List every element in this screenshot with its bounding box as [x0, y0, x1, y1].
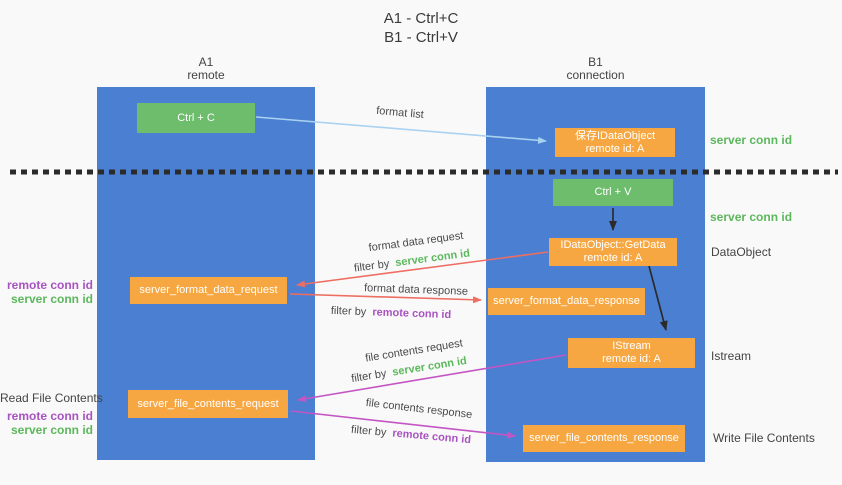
ctrl-c-label: Ctrl + C	[177, 111, 215, 124]
filter-by-text: filter by	[350, 423, 387, 439]
filter-by-text: filter by	[350, 367, 388, 386]
label-format-data-response: format data response	[363, 282, 469, 298]
left-server-conn-id-1: server conn id	[10, 292, 93, 306]
server-format-data-response-label: server_format_data_response	[493, 295, 640, 307]
label-filter-by-remote-conn-id-2: filter by remote conn id	[351, 424, 472, 446]
ctrl-v-box: Ctrl + V	[553, 179, 673, 206]
column-a1-subtitle: remote	[187, 68, 225, 82]
right-label-write-file-contents: Write File Contents	[713, 431, 815, 445]
server-format-data-response-box: server_format_data_response	[488, 288, 645, 315]
left-server-conn-id-2: server conn id	[10, 423, 93, 437]
column-header-b1: B1 connection	[486, 56, 705, 82]
diagram-title: A1 - Ctrl+C B1 - Ctrl+V	[0, 9, 842, 47]
title-line-2: B1 - Ctrl+V	[384, 29, 458, 46]
server-conn-id-key: server conn id	[394, 247, 471, 270]
right-label-istream: Istream	[711, 349, 752, 363]
left-conn-id-block-1: remote conn id server conn id	[0, 278, 93, 306]
save-idataobject-line2: remote id: A	[585, 142, 645, 155]
remote-conn-id-key: remote conn id	[391, 427, 472, 447]
server-file-contents-request-label: server_file_contents_request	[137, 397, 279, 410]
save-idataobject-box: 保存IDataObject remote id: A	[555, 128, 675, 157]
save-idataobject-line1: 保存IDataObject	[574, 129, 656, 142]
column-header-a1: A1 remote	[97, 56, 315, 82]
label-format-list: format list	[375, 104, 425, 122]
right-label-server-conn-id-top: server conn id	[710, 133, 793, 147]
left-remote-conn-id-1: remote conn id	[6, 278, 93, 292]
column-b1-name: B1	[588, 55, 603, 69]
right-label-dataobject: DataObject	[711, 245, 772, 259]
istream-box: IStream remote id: A	[568, 338, 695, 368]
right-label-server-conn-id-mid: server conn id	[710, 210, 793, 224]
title-line-1: A1 - Ctrl+C	[383, 10, 459, 27]
istream-line1: IStream	[612, 340, 651, 352]
getdata-box: IDataObject::GetData remote id: A	[549, 238, 677, 266]
left-remote-conn-id-2: remote conn id	[6, 409, 93, 423]
server-format-data-request-label: server_format_data_request	[139, 284, 278, 296]
column-a1-name: A1	[198, 55, 214, 69]
getdata-line2: remote id: A	[583, 252, 643, 264]
server-format-data-request-box: server_format_data_request	[130, 277, 287, 304]
filter-by-text: filter by	[330, 304, 367, 319]
label-filter-by-remote-conn-id-1: filter by remote conn id	[331, 305, 452, 321]
ctrl-c-box: Ctrl + C	[137, 103, 255, 133]
getdata-line1: IDataObject::GetData	[560, 239, 666, 251]
left-label-read-file-contents: Read File Contents	[0, 391, 103, 405]
left-conn-id-block-2: remote conn id server conn id	[0, 409, 93, 437]
istream-line2: remote id: A	[602, 353, 661, 365]
filter-by-text: filter by	[353, 258, 391, 275]
column-b1-subtitle: connection	[566, 68, 625, 82]
label-file-contents-response: file contents response	[365, 396, 473, 422]
remote-conn-id-key: remote conn id	[372, 306, 452, 322]
ctrl-v-label: Ctrl + V	[594, 186, 632, 198]
server-file-contents-response-box: server_file_contents_response	[523, 425, 685, 452]
server-file-contents-response-label: server_file_contents_response	[529, 432, 679, 444]
server-file-contents-request-box: server_file_contents_request	[128, 390, 288, 418]
